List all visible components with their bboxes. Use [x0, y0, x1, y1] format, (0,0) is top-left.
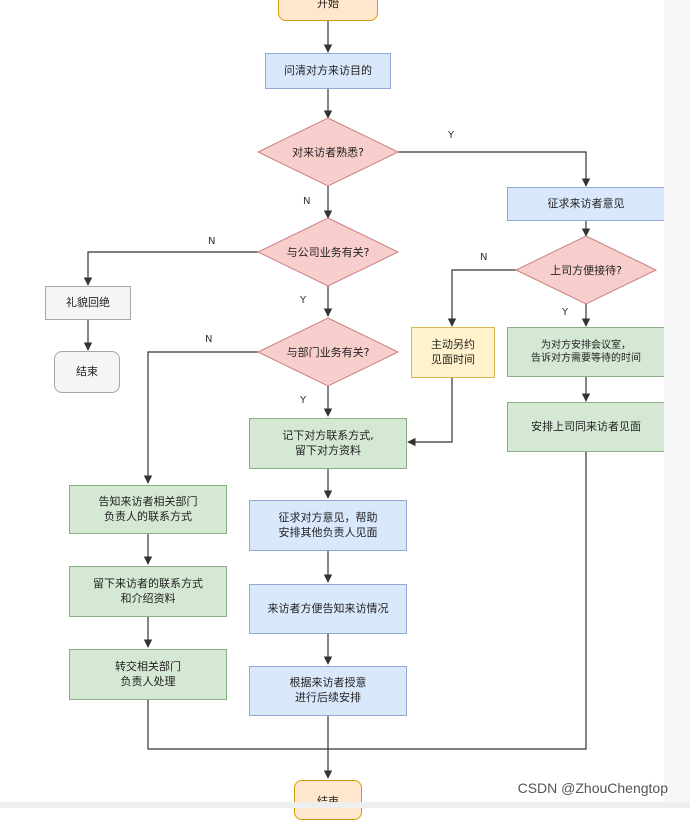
watermark: CSDN @ZhouChengtop — [517, 780, 668, 796]
arrange-meeting-node: 安排上司同来访者见面 — [507, 402, 665, 452]
bottom-divider — [0, 802, 690, 808]
diamond-company — [256, 217, 400, 287]
boss-yes-label: Y — [562, 307, 569, 318]
edge-reschedule-to-record — [407, 378, 453, 447]
boss-text: 上司方便接待? — [550, 264, 622, 277]
edge-transfer-merge — [147, 700, 328, 750]
dept-yes-label: Y — [300, 395, 307, 406]
boss-no-label: N — [480, 252, 488, 263]
visitor-inform-node: 来访者方便告知来访情况 — [249, 584, 407, 634]
tell-contact-node: 告知来访者相关部门 负责人的联系方式 — [69, 485, 227, 534]
reschedule-node: 主动另约 见面时间 — [411, 327, 495, 378]
start-node: 开始 — [278, 0, 378, 21]
transfer-node: 转交相关部门 负责人处理 — [69, 649, 227, 700]
arrange-room-node: 为对方安排会议室， 告诉对方需要等待的时间 — [507, 327, 665, 377]
familiar-yes-label: Y — [448, 130, 455, 141]
familiar-no-label: N — [303, 196, 311, 207]
end-left-node: 结束 — [54, 351, 120, 393]
edge-meeting-merge — [328, 452, 587, 750]
end-bottom-node: 结束 — [294, 780, 362, 820]
leave-contact-node: 留下来访者的联系方式 和介绍资料 — [69, 566, 227, 617]
diamond-familiar — [256, 117, 400, 187]
diamond-dept — [256, 317, 400, 387]
polite-refuse-node: 礼貌回绝 — [45, 286, 131, 320]
right-margin — [664, 0, 690, 808]
company-text: 与公司业务有关? — [286, 246, 370, 259]
company-no-label: N — [208, 236, 216, 247]
diamond-boss — [514, 235, 658, 305]
dept-text: 与部门业务有关? — [286, 346, 370, 359]
edge-familiar-y — [398, 151, 591, 187]
company-yes-label: Y — [300, 295, 307, 306]
ask-purpose-node: 问清对方来访目的 — [265, 53, 391, 89]
dept-no-label: N — [205, 334, 213, 345]
edge-dept-n — [143, 351, 258, 484]
seek-opinion-node: 征求对方意见，帮助 安排其他负责人见面 — [249, 500, 407, 551]
record-contact-node: 记下对方联系方式, 留下对方资料 — [249, 418, 407, 469]
seek-visitor-node: 征求来访者意见 — [507, 187, 665, 221]
edge-company-n — [83, 251, 258, 286]
followup-node: 根据来访者授意 进行后续安排 — [249, 666, 407, 716]
familiar-text: 对来访者熟悉? — [292, 146, 364, 159]
edge-boss-n — [447, 269, 516, 327]
